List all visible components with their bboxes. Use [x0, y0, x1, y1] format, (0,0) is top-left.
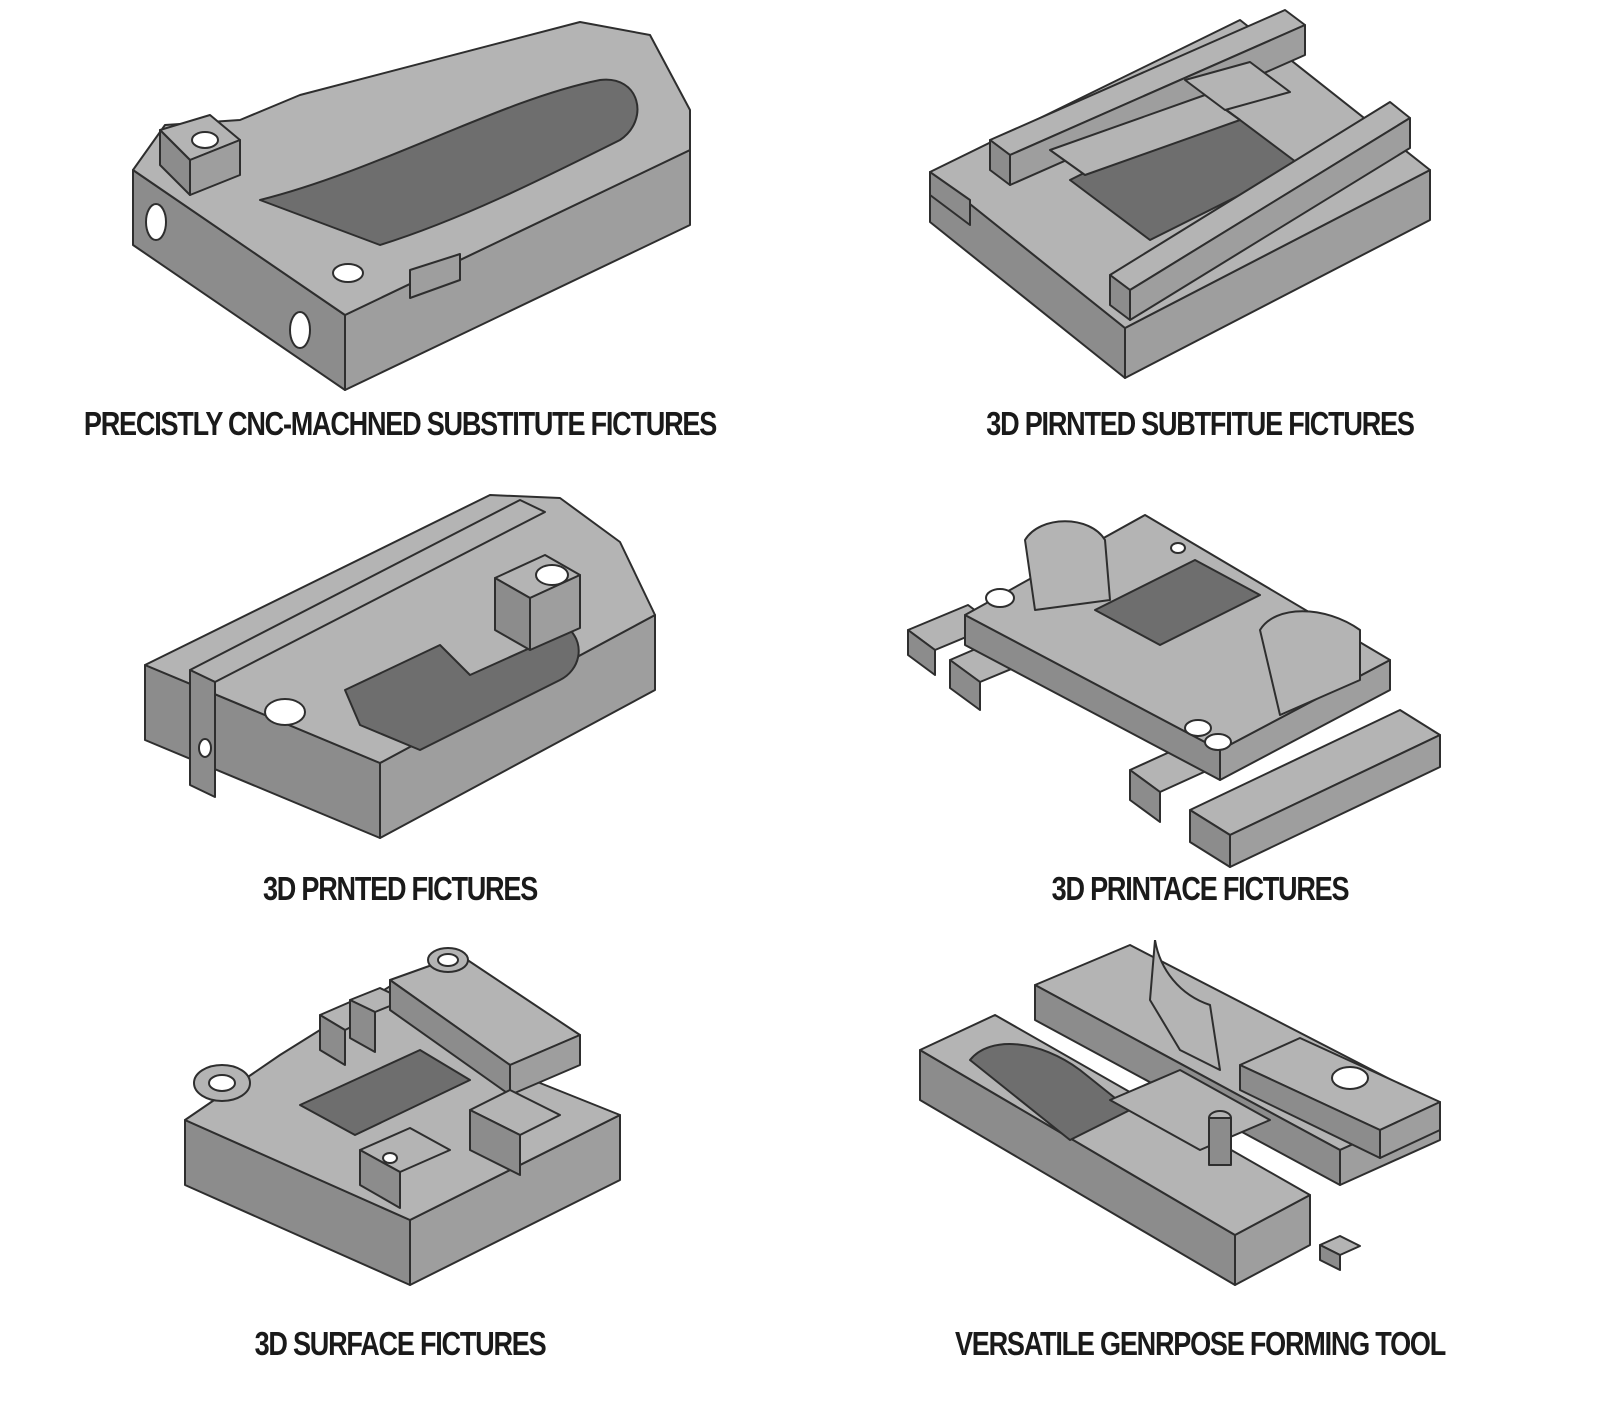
fixture-3d-printed-substitute: 3D PIRNTED SUBTFITUE FICTURES [800, 0, 1600, 470]
3d-printed-fixture-drawing [144, 494, 656, 839]
3d-printed-substitute-fixture-drawing [929, 9, 1431, 379]
fixture-forming-tool: VERSATILE GENRPOSE FORMING TOOL [800, 940, 1600, 1410]
fixture-label: PRECISTLY CNC-MACHNED SUBSTITUTE FICTURE… [83, 405, 717, 442]
fixture-3d-surface: 3D SURFACE FICTURES [0, 940, 800, 1410]
3d-printace-fixture-drawing [907, 514, 1441, 868]
fixture-label: 3D PIRNTED SUBTFITUE FICTURES [986, 405, 1415, 442]
fixture-label: VERSATILE GENRPOSE FORMING TOOL [954, 1325, 1446, 1362]
fixture-label: 3D PRINTACE FICTURES [1051, 870, 1350, 907]
forming-tool-drawing [919, 940, 1441, 1286]
cnc-machined-fixture-drawing [132, 21, 691, 391]
fixture-3d-printed: 3D PRNTED FICTURES [0, 470, 800, 940]
fixture-cnc-machined: PRECISTLY CNC-MACHNED SUBSTITUTE FICTURE… [0, 0, 800, 470]
3d-surface-fixture-drawing [184, 947, 621, 1286]
fixture-label: 3D SURFACE FICTURES [254, 1325, 547, 1362]
fixture-label: 3D PRNTED FICTURES [262, 870, 538, 907]
fixture-3d-printace: 3D PRINTACE FICTURES [800, 470, 1600, 940]
